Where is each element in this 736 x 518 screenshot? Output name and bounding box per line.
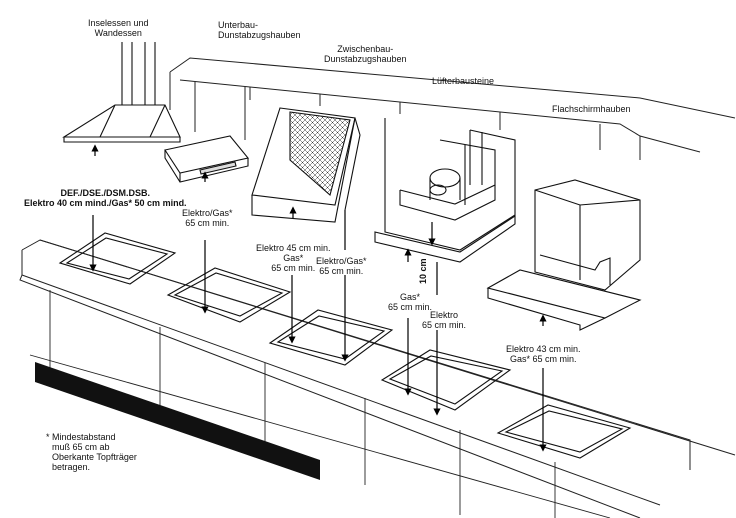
note-fan-elektro: Elektro 65 cm min.	[422, 310, 466, 330]
footnote-line3: Oberkante Topfträger	[52, 452, 137, 462]
note-island-line2: Elektro 40 cm mind./Gas* 50 cm mind.	[24, 198, 187, 208]
note-intermediate-elektro-gas: Elektro 45 cm min. Gas* 65 cm min.	[256, 243, 331, 273]
note-flat-elektro: Elektro 43 cm min.	[506, 344, 581, 354]
note-intermediate-elektro: Elektro 45 cm min.	[256, 243, 331, 253]
note-intermediate-combo-line1: Elektro/Gas*	[316, 256, 367, 266]
note-intermediate-combo-line2: 65 cm min.	[319, 266, 364, 276]
label-underbuilt-hoods: Unterbau- Dunstabzugshauben	[218, 20, 301, 40]
label-island-line2: Wandessen	[94, 28, 142, 38]
note-fan-gas: Gas* 65 cm min.	[388, 292, 432, 312]
countertop	[19, 239, 736, 518]
flat-hood	[486, 179, 642, 331]
fan-module	[374, 118, 516, 263]
note-underbuilt-line2: 65 cm min.	[185, 218, 230, 228]
label-underbuilt-line2: Dunstabzugshauben	[218, 30, 301, 40]
label-intermediate-hoods: Zwischenbau- Dunstabzugshauben	[324, 44, 407, 64]
island-hood	[62, 42, 181, 143]
label-underbuilt-line1: Unterbau-	[218, 20, 259, 30]
note-island: DEF./DSE./DSM.DSB. Elektro 40 cm mind./G…	[24, 188, 187, 208]
intermediate-hood	[251, 107, 361, 223]
footnote-line2: muß 65 cm ab	[52, 442, 110, 452]
note-flat: Elektro 43 cm min. Gas* 65 cm min.	[506, 344, 581, 364]
note-fan-gas-line1: Gas*	[400, 292, 421, 302]
label-intermediate-line1: Zwischenbau-	[337, 44, 394, 54]
note-underbuilt: Elektro/Gas* 65 cm min.	[182, 208, 233, 228]
note-intermediate-combo: Elektro/Gas* 65 cm min.	[316, 256, 367, 276]
note-fan-height: 10 cm	[418, 258, 428, 284]
label-flat-hoods: Flachschirmhauben	[552, 104, 631, 114]
note-fan-elektro-line1: Elektro	[430, 310, 459, 320]
note-intermediate-gas-line2: 65 cm min.	[271, 263, 316, 273]
label-island-line1: Inselessen und	[88, 18, 149, 28]
base-cabinets	[29, 290, 611, 518]
plinth-strip	[35, 362, 320, 480]
note-fan-gas-line2: 65 cm min.	[388, 302, 433, 312]
underbuilt-hood	[164, 135, 249, 183]
footnote-line1: * Mindestabstand	[46, 432, 116, 442]
note-intermediate-gas-line1: Gas*	[283, 253, 304, 263]
note-flat-gas: Gas* 65 cm min.	[510, 354, 577, 364]
label-intermediate-line2: Dunstabzugshauben	[324, 54, 407, 64]
note-island-line1: DEF./DSE./DSM.DSB.	[60, 188, 151, 198]
note-fan-elektro-line2: 65 cm min.	[422, 320, 467, 330]
distance-arrows	[89, 144, 547, 452]
note-underbuilt-line1: Elektro/Gas*	[182, 208, 233, 218]
footnote: * Mindestabstand muß 65 cm ab Oberkante …	[46, 432, 137, 472]
footnote-line4: betragen.	[52, 462, 91, 472]
label-fan-modules: Lüfterbausteine	[432, 76, 495, 86]
label-island-hoods: Inselessen und Wandessen	[88, 18, 149, 38]
wall-cabinets	[169, 57, 736, 160]
